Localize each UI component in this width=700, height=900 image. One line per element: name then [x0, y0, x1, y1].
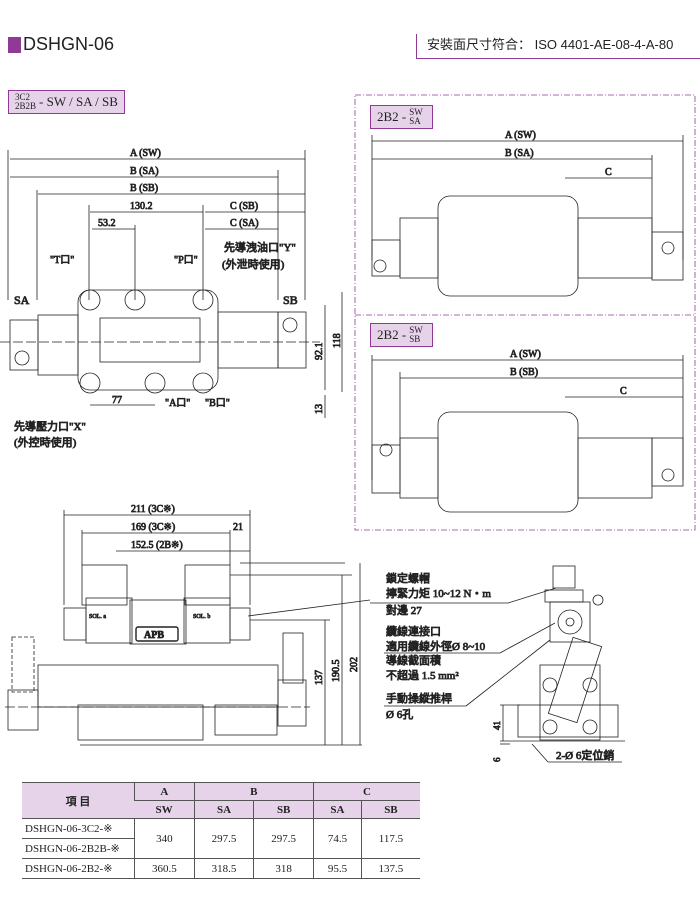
- right-frame: [354, 94, 696, 531]
- note-manual-override: 手動操縱推桿: [386, 691, 452, 705]
- front-view-valve: [5, 510, 371, 746]
- tag-bottom: 2B2B: [15, 101, 37, 111]
- note-cable-dia: 適用纜線外徑Ø 8~10: [386, 639, 486, 653]
- sol-a-label: SOL. a: [89, 614, 106, 620]
- note-lock-nut: 鎖定螺帽: [386, 571, 430, 585]
- tag-sub-top: SW: [409, 107, 423, 117]
- group-c: C: [313, 782, 420, 801]
- value-cell: 360.5: [134, 858, 195, 879]
- top-view-dimensions: [7, 150, 343, 418]
- dimension-table: 項 目 A B C SW SA SB SA SB DSHGN-06-3C2-※ …: [22, 782, 420, 879]
- label-y-port: 先導洩油口"Y": [224, 240, 296, 254]
- tag-text: 2B2 -: [377, 327, 407, 342]
- dim-c: C: [605, 167, 612, 178]
- page-title: DSHGN-06: [8, 34, 114, 55]
- value-cell: 340: [134, 818, 195, 859]
- label-sb: SB: [283, 293, 298, 307]
- tag-top: 3C2: [15, 92, 31, 102]
- title-text: DSHGN-06: [23, 34, 115, 54]
- dim-137: 137: [314, 670, 325, 685]
- right-view-sa: [371, 135, 684, 297]
- dim-6: 6: [492, 757, 502, 762]
- dim-118: 118: [332, 333, 343, 348]
- dim-b-sa: B (SA): [130, 166, 159, 177]
- label-p-port: "P口": [174, 255, 198, 266]
- dim-169: 169 (3C※): [131, 522, 175, 533]
- note-wire-area: 導線截面積: [386, 653, 441, 667]
- group-b: B: [193, 782, 314, 801]
- dim-21: 21: [233, 522, 243, 533]
- side-view-leaders: [370, 587, 622, 763]
- note-across-flats: 對邊 27: [386, 603, 422, 617]
- group-a: A: [134, 782, 195, 801]
- label-x-port: 先導壓力口"X": [14, 419, 86, 433]
- dim-77: 77: [112, 395, 122, 406]
- note-locating-pins: 2-Ø 6定位銷: [556, 748, 614, 762]
- note-hole: Ø 6孔: [386, 708, 413, 721]
- iso-standard-label: 安裝面尺寸符合： ISO 4401-AE-08-4-A-80: [416, 34, 700, 59]
- item-header: 項 目: [22, 782, 135, 819]
- tag-suffix: - SW / SA / SB: [39, 94, 118, 109]
- dim-b: B (SB): [510, 367, 538, 378]
- label-sa: SA: [14, 293, 30, 307]
- value-cell: 318: [253, 858, 314, 879]
- dim-53-2: 53.2: [98, 218, 116, 229]
- note-torque: 擰緊力矩 10~12 N・m: [386, 586, 491, 600]
- table-row: DSHGN-06-3C2-※ 340 297.5 297.5 74.5 117.…: [22, 818, 420, 859]
- dim-c-sb: C (SB): [230, 201, 258, 212]
- dim-41: 41: [492, 721, 502, 730]
- sub-b-sa: SA: [193, 800, 254, 819]
- dim-190-5: 190.5: [331, 660, 342, 683]
- value-cell: 95.5: [313, 858, 362, 879]
- label-x-note: (外控時使用): [14, 435, 77, 449]
- dim-130-2: 130.2: [130, 201, 153, 212]
- table-row: DSHGN-06-2B2B-※: [22, 838, 420, 859]
- tag-sub-bottom: SA: [409, 116, 421, 126]
- dim-92-1: 92.1: [314, 343, 325, 361]
- label-y-note: (外泄時使用): [222, 258, 285, 271]
- dim-b: B (SA): [505, 148, 534, 159]
- title-marker: [8, 36, 21, 53]
- label-t-port: "T口": [50, 255, 74, 266]
- dim-13: 13: [314, 404, 325, 414]
- dim-211: 211 (3C※): [131, 504, 175, 515]
- sub-a-sw: SW: [134, 800, 195, 819]
- dim-a-sw: A (SW): [130, 148, 161, 159]
- dim-a: A (SW): [505, 130, 536, 141]
- dim-202: 202: [349, 657, 360, 672]
- dim-a: A (SW): [510, 349, 541, 360]
- top-view-valve: [0, 289, 320, 394]
- value-cell: 318.5: [193, 858, 254, 879]
- right-view-sb: [371, 355, 684, 513]
- dim-152-5: 152.5 (2B※): [131, 540, 183, 551]
- dim-c-sa: C (SA): [230, 218, 259, 229]
- table-row: DSHGN-06-2B2-※ 360.5 318.5 318 95.5 137.…: [22, 858, 420, 879]
- model-cell: DSHGN-06-2B2B-※: [22, 838, 135, 859]
- value-cell: 297.5: [193, 818, 254, 859]
- note-cable-port: 纜線連接口: [386, 624, 441, 638]
- apb-logo: APB: [144, 630, 164, 641]
- label-a-port: "A口": [165, 398, 190, 409]
- tag-text: 2B2 -: [377, 109, 407, 124]
- dim-c: C: [620, 386, 627, 397]
- value-cell: 117.5: [360, 818, 420, 859]
- value-cell: 137.5: [360, 858, 420, 879]
- sub-c-sb: SB: [360, 800, 420, 819]
- dim-b-sb: B (SB): [130, 183, 158, 194]
- sub-b-sb: SB: [253, 800, 314, 819]
- value-cell: 74.5: [313, 818, 362, 859]
- tag-sub-top: SW: [409, 325, 423, 335]
- sol-b-label: SOL. b: [193, 614, 210, 620]
- model-cell: DSHGN-06-3C2-※: [22, 818, 135, 839]
- tag-sub-bottom: SB: [409, 334, 421, 344]
- note-wire-max: 不超過 1.5 mm²: [386, 668, 459, 682]
- side-view-valve: [500, 565, 625, 745]
- label-b-port: "B口": [205, 398, 230, 409]
- sub-c-sa: SA: [313, 800, 362, 819]
- value-cell: 297.5: [253, 818, 314, 859]
- model-cell: DSHGN-06-2B2-※: [22, 858, 135, 879]
